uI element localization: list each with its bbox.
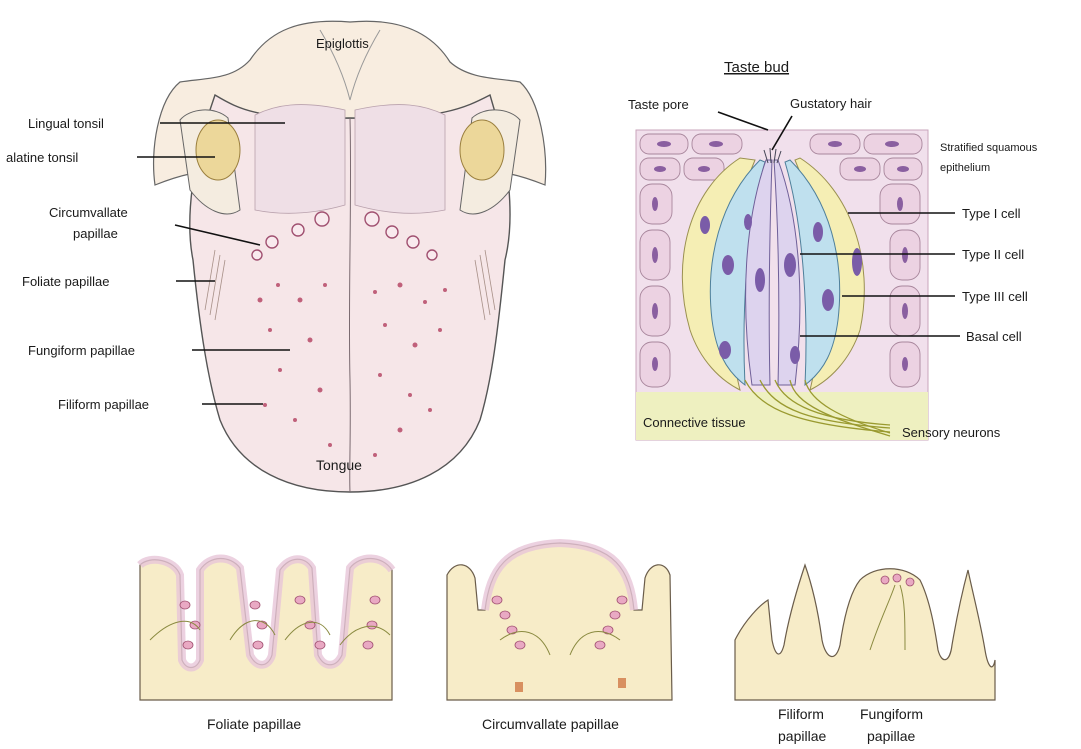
caption-fungiform-line1: Fungiform [860, 706, 923, 722]
label-type1: Type I cell [962, 206, 1021, 221]
label-circumvallate-line1: Circumvallate [49, 205, 128, 220]
filiform-fungiform-section: Filiform papillae Fungiform papillae [735, 565, 995, 744]
caption-foliate: Foliate papillae [207, 716, 301, 732]
label-tongue: Tongue [316, 457, 362, 473]
label-lingual-tonsil: Lingual tonsil [28, 116, 104, 131]
palatine-tonsil-left [180, 110, 240, 214]
caption-fungiform-line2: papillae [867, 728, 915, 744]
label-epiglottis: Epiglottis [316, 36, 369, 51]
label-foliate: Foliate papillae [22, 274, 109, 289]
label-gustatory-hair: Gustatory hair [790, 96, 872, 111]
tongue-illustration: Epiglottis Lingual tonsil alatine tonsil… [6, 21, 546, 492]
label-type2: Type II cell [962, 247, 1024, 262]
label-stratified-line1: Stratified squamous [940, 142, 1038, 154]
label-filiform: Filiform papillae [58, 397, 149, 412]
label-fungiform: Fungiform papillae [28, 343, 135, 358]
label-type3: Type III cell [962, 289, 1028, 304]
leader-taste-pore [718, 112, 768, 130]
taste-bud-title: Taste bud [724, 59, 789, 76]
palatine-tonsil-right [460, 110, 520, 214]
caption-circumvallate: Circumvallate papillae [482, 716, 619, 732]
caption-filiform-line1: Filiform [778, 706, 824, 722]
caption-filiform-line2: papillae [778, 728, 826, 744]
label-stratified-line2: epithelium [940, 162, 990, 174]
label-sensory-neurons: Sensory neurons [902, 425, 1001, 440]
label-taste-pore: Taste pore [628, 97, 689, 112]
label-palatine-tonsil: alatine tonsil [6, 150, 78, 165]
circumvallate-section: Circumvallate papillae [447, 543, 672, 732]
label-basal: Basal cell [966, 329, 1022, 344]
foliate-section: Foliate papillae [140, 558, 392, 732]
label-circumvallate-line2: papillae [73, 226, 118, 241]
label-connective-tissue: Connective tissue [643, 415, 746, 430]
taste-bud-illustration: Taste bud [628, 59, 1038, 440]
